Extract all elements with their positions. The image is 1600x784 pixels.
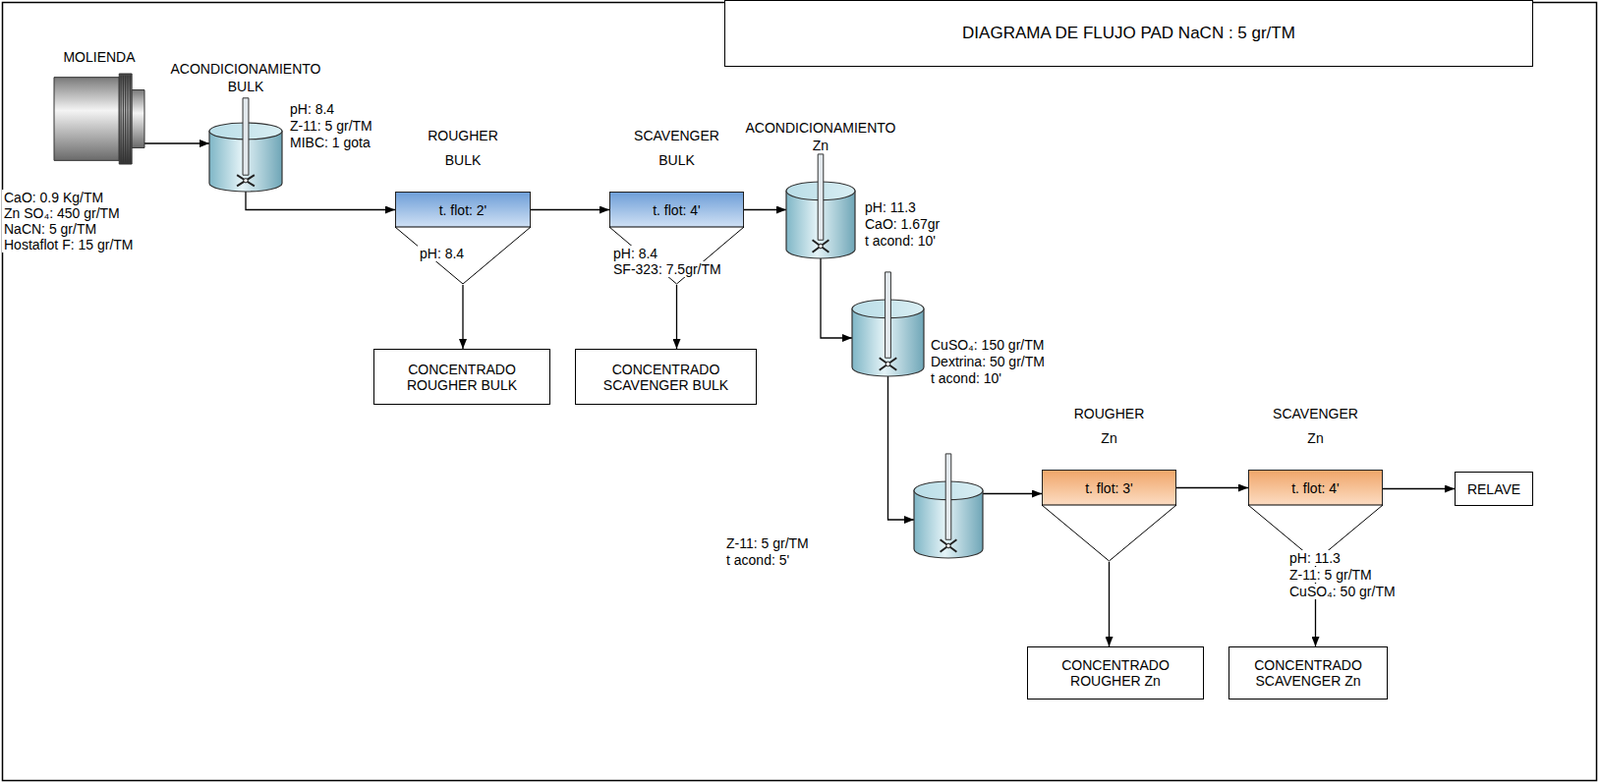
agitator-shaft: [242, 98, 249, 175]
agitator-shaft: [817, 154, 824, 240]
impeller-hub: [243, 178, 248, 183]
flotation-time: t. flot: 4': [1291, 480, 1340, 497]
mill-trunnion: [131, 90, 145, 149]
grinding-mill: MOLIENDA: [54, 73, 145, 165]
process-box: RELAVE: [1454, 471, 1534, 507]
flotation-time: t. flot: 4': [652, 202, 701, 219]
impeller: [812, 239, 830, 252]
reagent-label: Zn SO₄: 450 gr/TM: [1, 205, 122, 222]
reagent-param: MIBC: 1 gota: [287, 134, 373, 151]
tank-drawing: [209, 122, 283, 192]
tank-drawing: [786, 181, 856, 259]
reagent-param: pH: 8.4: [287, 101, 337, 117]
reagent-label: pH: 8.4: [611, 245, 660, 262]
reagent-param: Dextrina: 50 gr/TM: [928, 353, 1047, 370]
ring-rib: [129, 75, 131, 163]
tank-drawing: [852, 299, 924, 377]
conditioning-tank: Z-11: 5 gr/TMt acond: 5': [914, 481, 983, 559]
conditioning-tank: ACONDICIONAMIENTO BULKpH: 8.4Z-11: 5 gr/…: [209, 122, 283, 192]
cell-cone: [1041, 505, 1177, 562]
reagent-label: pH: 8.4: [417, 245, 466, 262]
process-box: CONCENTRADO SCAVENGER BULK: [574, 348, 757, 405]
mill-drawing: [54, 73, 145, 165]
reagent-label: pH: 11.3: [1287, 550, 1343, 567]
reagent-label: Hostaflot F: 15 gr/TM: [1, 236, 135, 253]
impeller: [940, 539, 958, 552]
flow-arrow: [245, 191, 396, 211]
tank-drawing: [914, 481, 983, 559]
ring-rib: [124, 75, 126, 163]
reagent-param: pH: 11.3: [862, 199, 918, 216]
flow-arrow: [461, 285, 463, 349]
reagent-param: Z-11: 5 gr/TM: [724, 535, 811, 552]
reagent-param: CaO: 1.67gr: [862, 216, 942, 232]
reagent-param: Z-11: 5 gr/TM: [287, 117, 375, 134]
flotation-cell: ROUGHER BULKt. flot: 2': [395, 191, 531, 229]
reagent-label: Z-11: 5 gr/TM: [1287, 567, 1374, 583]
cone-outline: [1041, 505, 1177, 562]
reagent-label: CuSO₄: 50 gr/TM: [1287, 583, 1398, 600]
flow-arrow: [144, 142, 210, 144]
flow-arrow: [530, 209, 610, 211]
cell-heading: ROUGHER BULK: [427, 123, 499, 173]
reagent-label: SF-323: 7.5gr/TM: [611, 261, 724, 278]
impeller: [879, 357, 898, 370]
box-text: CONCENTRADO ROUGHER Zn: [1047, 657, 1184, 689]
box-text: CONCENTRADO SCAVENGER BULK: [595, 361, 737, 394]
equipment-heading: ACONDICIONAMIENTO BULK: [171, 60, 322, 96]
flow-arrow: [676, 285, 678, 349]
reagent-param: t acond: 5': [724, 552, 792, 569]
cell-heading: ROUGHER Zn: [1074, 401, 1145, 452]
equipment-heading: MOLIENDA: [62, 49, 135, 67]
reagent-label: CaO: 0.9 Kg/TM: [1, 189, 106, 206]
equipment-heading: ACONDICIONAMIENTO Zn: [745, 119, 897, 155]
agitator-shaft: [945, 454, 952, 540]
process-box: CONCENTRADO ROUGHER BULK: [373, 348, 551, 405]
flotation-cell: ROUGHER Znt. flot: 3': [1041, 469, 1177, 507]
mill-shell: [54, 77, 119, 162]
flow-arrow: [888, 376, 915, 520]
cell-heading: SCAVENGER Zn: [1272, 401, 1359, 452]
impeller-hub: [946, 543, 951, 549]
process-box: DIAGRAMA DE FLUJO PAD NaCN : 5 gr/TM: [724, 0, 1534, 67]
flotation-time: t. flot: 3': [1085, 480, 1134, 497]
mill-ring: [118, 73, 132, 165]
flow-arrow: [743, 209, 787, 211]
box-text: CONCENTRADO ROUGHER BULK: [394, 361, 530, 394]
reagent-label: NaCN: 5 gr/TM: [1, 221, 99, 237]
process-box: CONCENTRADO SCAVENGER Zn: [1228, 646, 1388, 700]
impeller: [236, 174, 255, 186]
impeller-hub: [818, 243, 823, 249]
box-text: RELAVE: [1467, 481, 1521, 498]
flow-arrow: [1108, 562, 1110, 647]
flow-arrow: [1382, 488, 1455, 490]
conditioning-tank: ACONDICIONAMIENTO ZnpH: 11.3CaO: 1.67grt…: [786, 181, 856, 259]
flotation-time: t. flot: 2': [439, 202, 488, 219]
cone-outline: [609, 227, 744, 285]
flotation-cell: SCAVENGER Znt. flot: 4': [1248, 469, 1383, 507]
flotation-cell: SCAVENGER BULKt. flot: 4': [609, 191, 744, 229]
flow-arrow: [982, 493, 1042, 495]
ring-rib: [122, 75, 124, 163]
box-text: DIAGRAMA DE FLUJO PAD NaCN : 5 gr/TM: [962, 23, 1296, 44]
impeller-hub: [885, 361, 890, 367]
ring-rib: [126, 75, 128, 163]
conditioning-tank: CuSO₄: 150 gr/TMDextrina: 50 gr/TMt acon…: [852, 299, 924, 377]
box-text: CONCENTRADO SCAVENGER Zn: [1249, 657, 1368, 689]
reagent-param: t acond: 10': [862, 232, 938, 249]
cone-outline: [395, 227, 531, 285]
process-box: CONCENTRADO ROUGHER Zn: [1027, 646, 1204, 700]
flow-arrow: [820, 258, 853, 339]
reagent-param: CuSO₄: 150 gr/TM: [928, 337, 1046, 353]
cell-heading: SCAVENGER BULK: [633, 123, 720, 173]
reagent-param: t acond: 10': [928, 370, 1004, 387]
flow-arrow: [1176, 487, 1249, 489]
agitator-shaft: [885, 272, 892, 358]
ring-rib: [120, 75, 122, 163]
